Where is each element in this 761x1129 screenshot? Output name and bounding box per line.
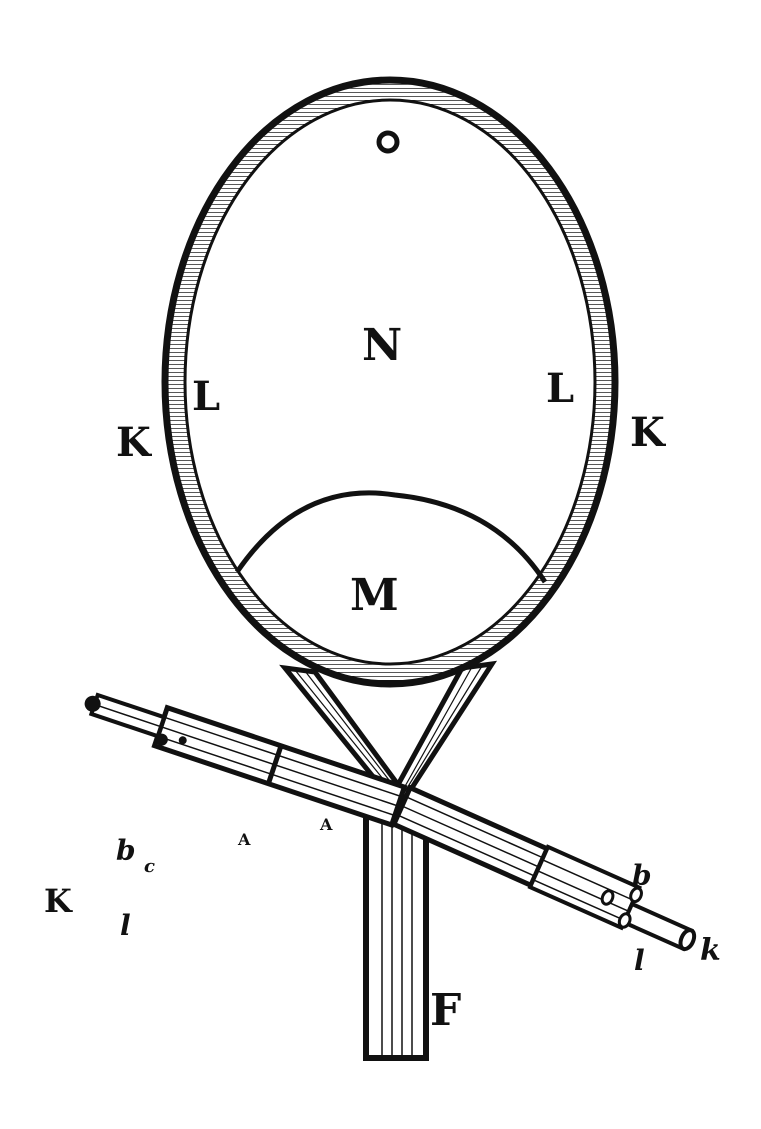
label-l-small-left: l bbox=[120, 909, 131, 942]
brain-outline bbox=[161, 76, 619, 688]
label-a-left: A bbox=[237, 830, 251, 849]
label-l-right: L bbox=[546, 365, 574, 412]
label-f: F bbox=[430, 985, 461, 1036]
label-m: M bbox=[350, 570, 399, 621]
left-nerve-tube bbox=[84, 692, 408, 829]
label-c-left: c bbox=[144, 856, 155, 877]
stem-tube-f bbox=[363, 797, 429, 1061]
label-k-right: K bbox=[630, 409, 666, 456]
label-a-right: A bbox=[319, 815, 333, 834]
label-b-left: b bbox=[116, 834, 136, 867]
label-n: N bbox=[362, 320, 402, 371]
gland-o bbox=[376, 130, 400, 154]
right-nerve-tube bbox=[390, 784, 697, 952]
chamber-m-arc bbox=[234, 490, 548, 584]
label-k-small-left: K bbox=[44, 882, 73, 920]
label-l-small-right: l bbox=[634, 944, 645, 977]
label-l-left: L bbox=[192, 373, 220, 420]
label-k-small-right: k bbox=[700, 933, 721, 968]
label-k-left: K bbox=[116, 419, 152, 466]
label-b-right: b bbox=[632, 859, 652, 892]
